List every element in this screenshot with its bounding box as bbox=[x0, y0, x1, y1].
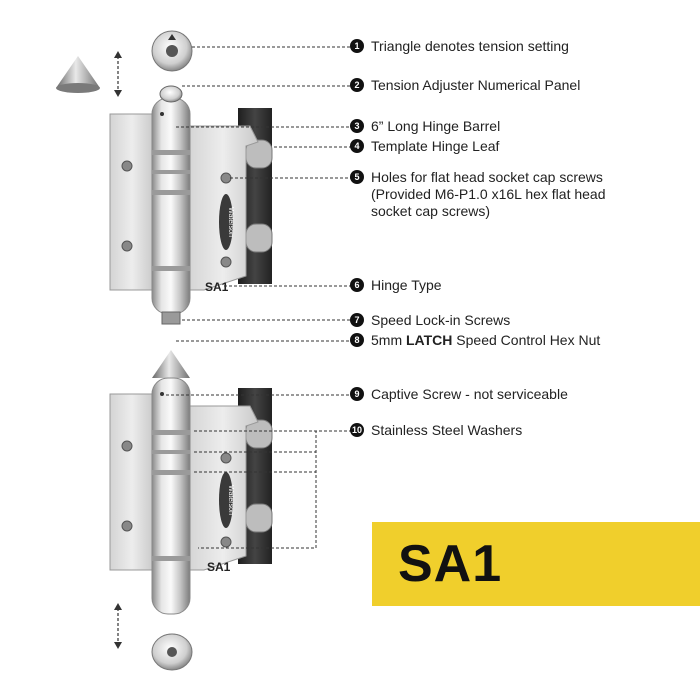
hinge-top: Waterson SA1 bbox=[109, 85, 273, 325]
brand-logo-top: Waterson bbox=[219, 194, 234, 250]
callout-text: Speed Lock-in Screws bbox=[371, 312, 511, 328]
callout-text: Hinge Type bbox=[371, 277, 442, 293]
callout-badge: 1 bbox=[350, 39, 364, 53]
callout-3: 3 6” Long Hinge Barrel bbox=[350, 118, 500, 135]
callout-text: Captive Screw - not serviceable bbox=[371, 386, 568, 402]
callout-7: 7 Speed Lock-in Screws bbox=[350, 312, 510, 329]
callout-badge: 7 bbox=[350, 313, 364, 327]
svg-text:Waterson: Waterson bbox=[227, 485, 234, 515]
vertical-arrow-bottom bbox=[114, 603, 122, 649]
callout-badge: 10 bbox=[350, 423, 364, 437]
vertical-arrow-top bbox=[114, 51, 122, 97]
callout-text: Template Hinge Leaf bbox=[371, 138, 500, 154]
callout-text: 6” Long Hinge Barrel bbox=[371, 118, 501, 134]
callout-8: 8 5mm LATCH Speed Control Hex Nut bbox=[350, 332, 600, 349]
hinge-bottom: Waterson SA1 bbox=[109, 350, 273, 615]
callout-2: 2 Tension Adjuster Numerical Panel bbox=[350, 77, 580, 94]
callout-1: 1 Triangle denotes tension setting bbox=[350, 38, 569, 55]
callout-4: 4 Template Hinge Leaf bbox=[350, 138, 499, 155]
tension-adjuster-disc bbox=[151, 30, 193, 72]
callout-badge: 3 bbox=[350, 119, 364, 133]
brand-logo-bottom: Waterson bbox=[219, 472, 234, 528]
callout-text: 5mm LATCH Speed Control Hex Nut bbox=[371, 332, 601, 348]
callout-text: Tension Adjuster Numerical Panel bbox=[371, 77, 581, 93]
callout-9: 9 Captive Screw - not serviceable bbox=[350, 386, 568, 403]
callout-text: Triangle denotes tension setting bbox=[371, 38, 569, 54]
callout-text: Stainless Steel Washers bbox=[371, 422, 523, 438]
callout-badge: 5 bbox=[350, 170, 364, 184]
leader-lines bbox=[166, 46, 352, 549]
bottom-adjuster-disc bbox=[151, 633, 193, 671]
hinge-cap bbox=[56, 56, 100, 93]
callout-10: 10 Stainless Steel Washers bbox=[350, 422, 522, 439]
hinge-type-label-bottom: SA1 bbox=[207, 560, 231, 574]
callout-badge: 6 bbox=[350, 278, 364, 292]
callout-badge: 8 bbox=[350, 333, 364, 347]
callout-text: Holes for flat head socket cap screws (P… bbox=[371, 169, 606, 219]
callout-5: 5 Holes for flat head socket cap screws … bbox=[350, 169, 621, 220]
model-banner-text: SA1 bbox=[398, 535, 503, 593]
hinge-type-label-top: SA1 bbox=[205, 280, 229, 294]
svg-text:Waterson: Waterson bbox=[227, 207, 234, 237]
callout-6: 6 Hinge Type bbox=[350, 277, 442, 294]
callout-badge: 4 bbox=[350, 139, 364, 153]
callout-badge: 2 bbox=[350, 78, 364, 92]
callout-badge: 9 bbox=[350, 387, 364, 401]
model-banner: SA1 bbox=[372, 522, 700, 606]
